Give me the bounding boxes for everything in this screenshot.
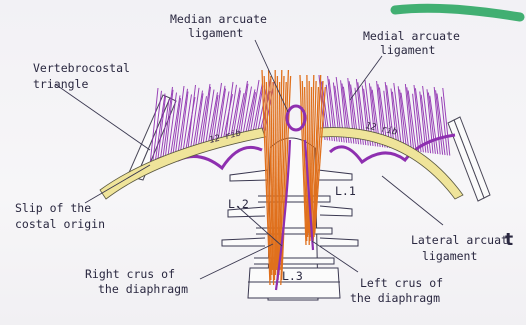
leader-lateral-arcuate xyxy=(382,176,443,225)
muscle-fibre xyxy=(401,93,409,151)
median-arcuate-ligament xyxy=(287,106,305,130)
leader-vertebrocostal xyxy=(55,84,150,150)
svg-text:Left crus of: Left crus of xyxy=(360,276,443,290)
label-medial-arcuate: Medial arcuate ligament xyxy=(363,29,460,57)
label-median-arcuate: Median arcuate ligament xyxy=(170,12,267,40)
muscle-fibre xyxy=(430,96,438,154)
svg-text:ligament: ligament xyxy=(422,249,477,263)
svg-text:the diaphragm: the diaphragm xyxy=(98,282,188,296)
label-slip: Slip of the costal origin xyxy=(15,201,105,231)
svg-text:Medial arcuate: Medial arcuate xyxy=(363,29,460,43)
svg-text:triangle: triangle xyxy=(33,77,88,91)
label-l1: L.1 xyxy=(335,184,356,198)
annotation-t: t xyxy=(505,230,513,250)
leader-medial-arcuate xyxy=(350,56,382,100)
label-lateral-arcuate: Lateral arcuat ligament t xyxy=(411,230,513,263)
label-vertebrocostal: Vertebrocostal triangle xyxy=(33,61,130,91)
svg-text:Right crus of: Right crus of xyxy=(85,267,175,281)
label-left-crus: Left crus of the diaphragm xyxy=(350,276,443,305)
label-right-crus: Right crus of the diaphragm xyxy=(85,267,188,296)
svg-text:the diaphragm: the diaphragm xyxy=(350,291,440,305)
green-marker-stroke xyxy=(395,8,520,17)
svg-text:Median arcuate: Median arcuate xyxy=(170,12,267,26)
leader-slip xyxy=(85,165,150,203)
svg-text:Lateral arcuat: Lateral arcuat xyxy=(411,233,508,247)
label-l2: L.2 xyxy=(228,197,249,211)
left-muscle-fibres xyxy=(150,79,274,165)
svg-text:Slip of the: Slip of the xyxy=(15,201,91,215)
svg-text:ligament: ligament xyxy=(380,43,435,57)
svg-text:Vertebrocostal: Vertebrocostal xyxy=(33,61,130,75)
svg-text:ligament: ligament xyxy=(188,26,243,40)
svg-text:costal origin: costal origin xyxy=(15,217,105,231)
label-l3: L.3 xyxy=(282,269,303,283)
